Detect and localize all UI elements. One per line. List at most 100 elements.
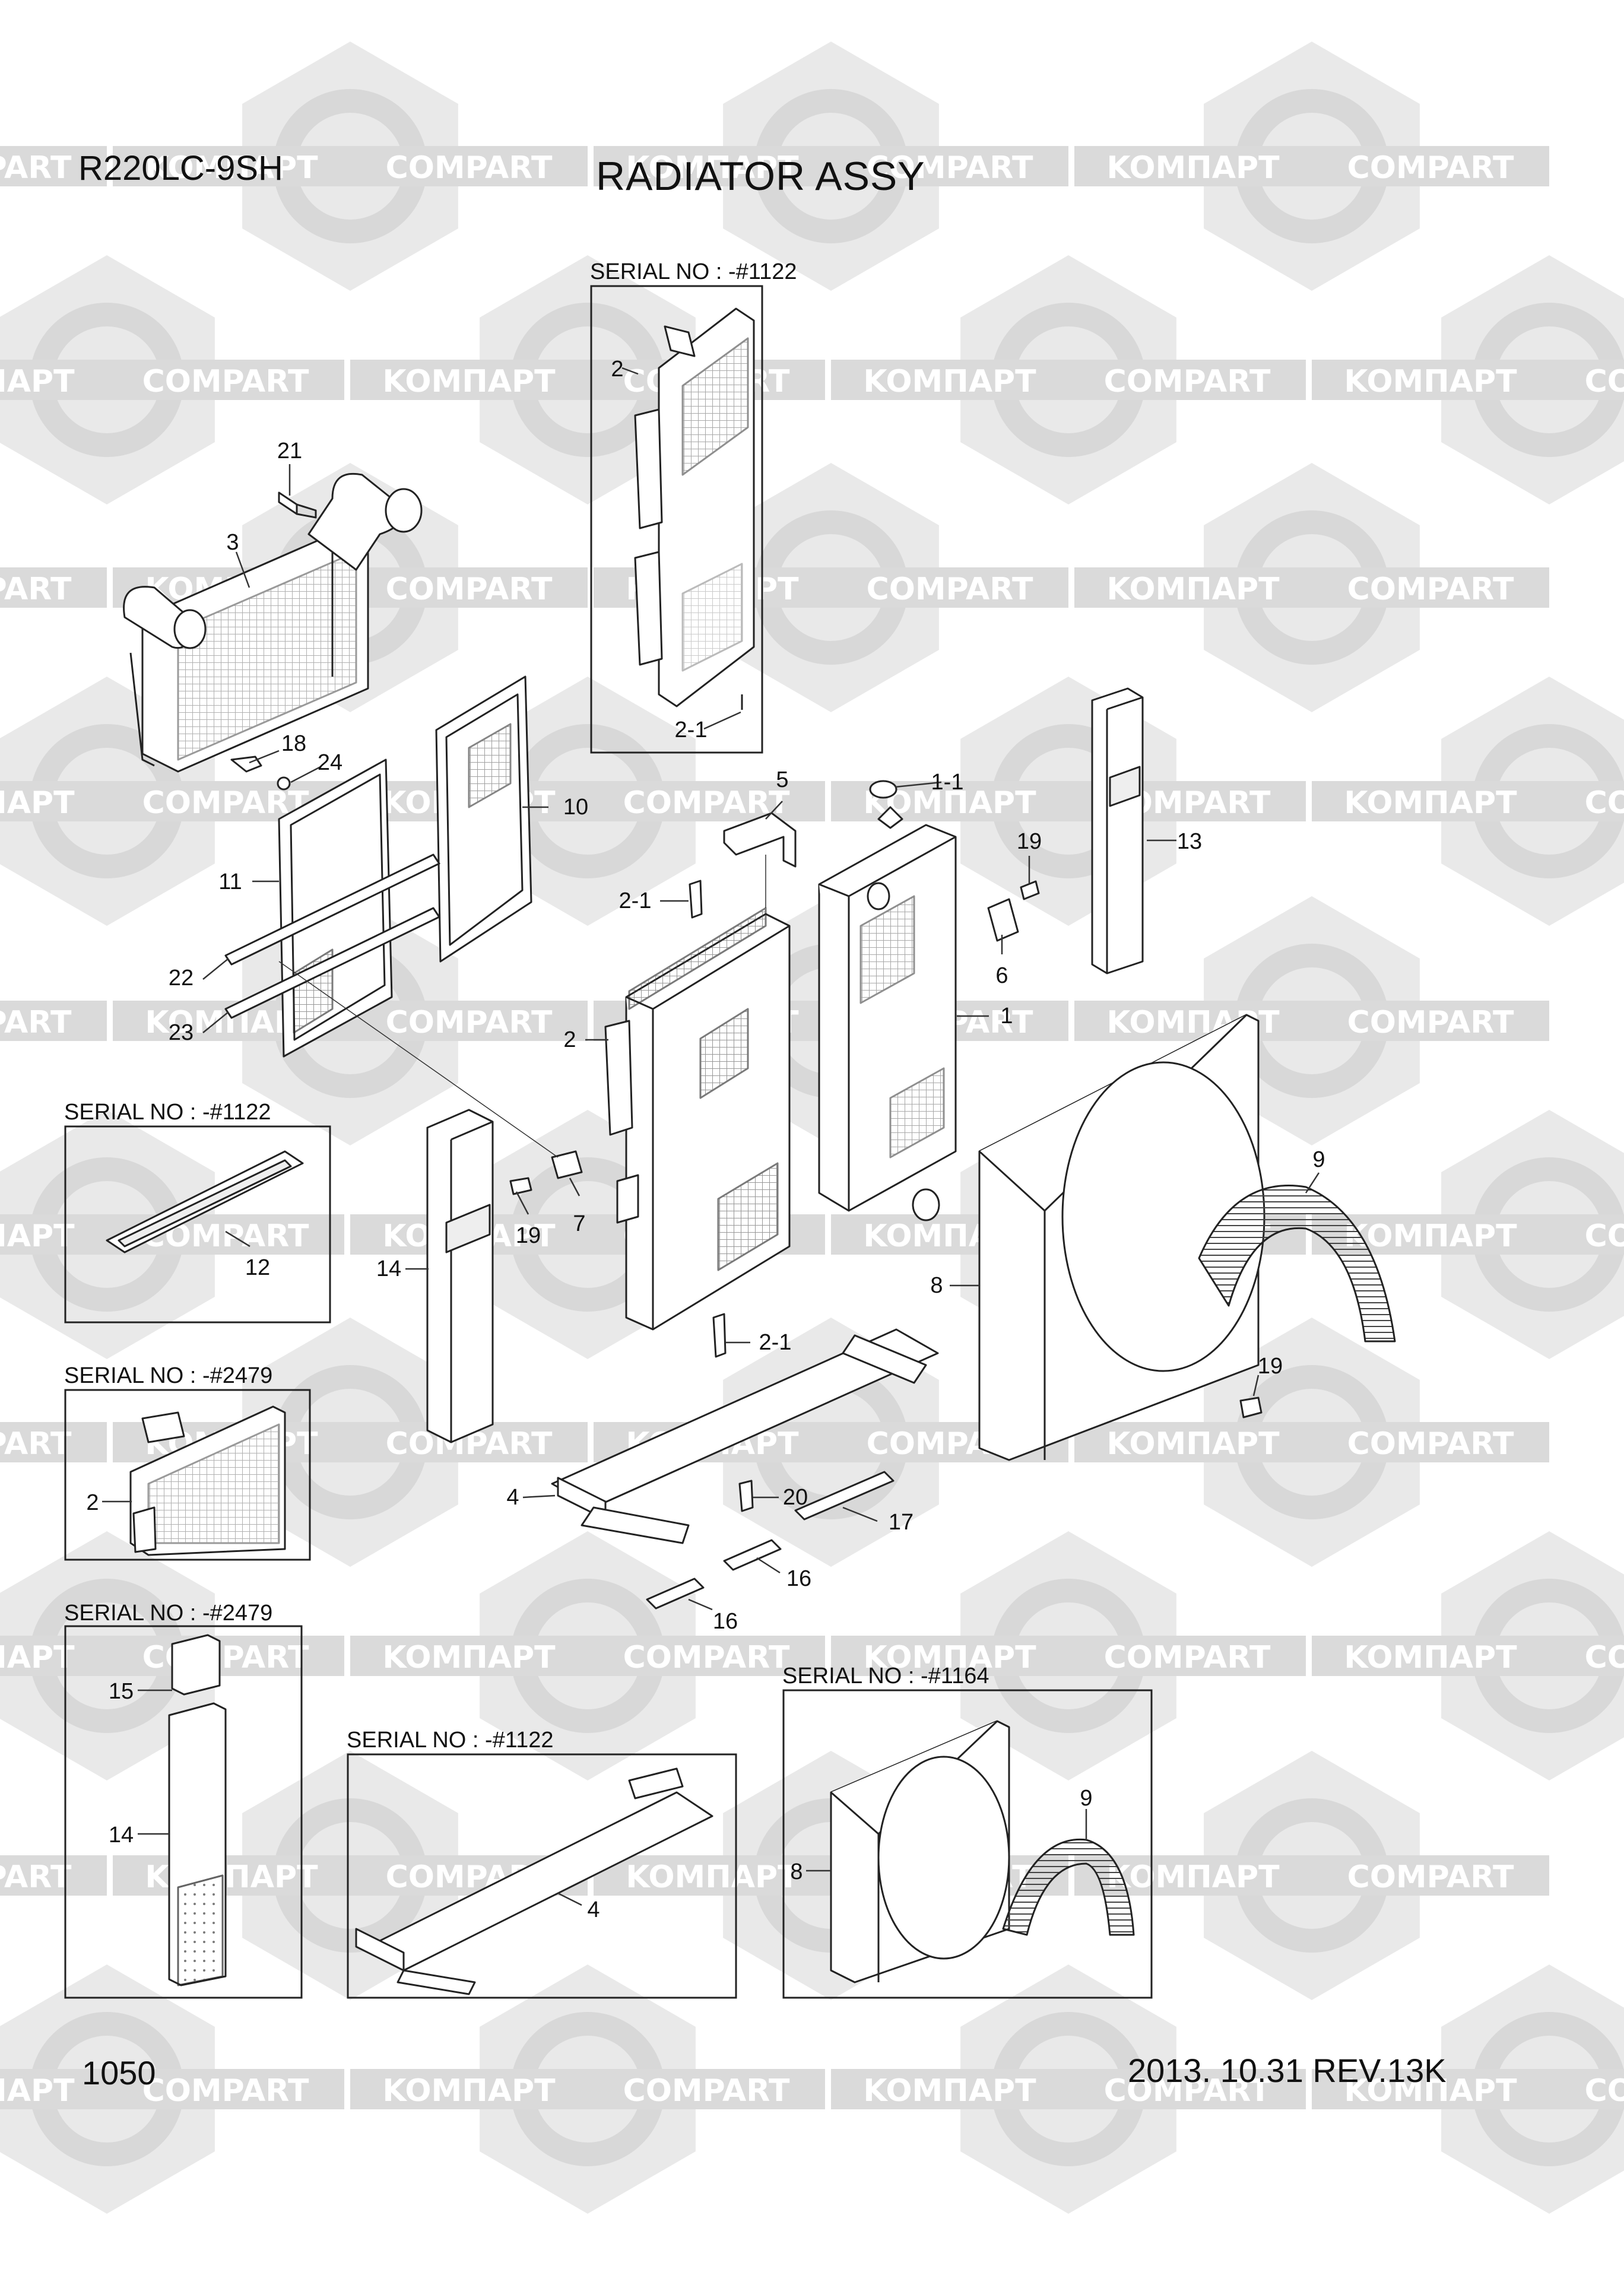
part-10-screen-frame: [435, 675, 532, 963]
watermark-text-latin: COMPART: [1347, 1005, 1514, 1040]
callout-17: 17: [889, 1510, 914, 1535]
part-14-duct-inset: [168, 1702, 227, 1986]
callout-10: 10: [563, 795, 588, 820]
part-1-1-cap: [869, 780, 897, 799]
callout-1: 1: [1000, 1004, 1013, 1029]
part-19-bolt-a: [1020, 880, 1040, 900]
watermark-band: [0, 2069, 344, 2109]
callout-14: 14: [376, 1256, 401, 1281]
watermark-text-cyrillic: KOMПАРТ: [382, 2073, 556, 2109]
watermark-text-cyrillic: KOMПАРТ: [382, 364, 556, 399]
callout-3: 3: [226, 530, 239, 555]
inset-frames: [64, 285, 1153, 1999]
watermark-band: [831, 360, 1306, 400]
watermark-text-latin: COMPART: [0, 1859, 72, 1895]
part-21-bolt: [278, 491, 317, 519]
watermark-text-cyrillic: KOMПАРТ: [0, 1218, 75, 1254]
watermark-band: [1312, 360, 1624, 400]
part-12-gasket: [106, 1150, 304, 1253]
watermark-text-latin: COMPART: [1104, 364, 1271, 399]
watermark-text-latin: COMPART: [1585, 364, 1624, 399]
part-4-base-inset: [355, 1767, 713, 1995]
callout-2-1-top: 2-1: [675, 718, 708, 742]
callout-22: 22: [169, 966, 194, 991]
part-3-intercooler: [123, 472, 423, 773]
watermark-text-cyrillic: KOMПАРТ: [0, 364, 75, 399]
watermark-band: [350, 781, 825, 821]
watermark-text-latin: COMPART: [1347, 572, 1514, 607]
callout-8-inset: 8: [790, 1859, 803, 1884]
part-9-fan-guard-inset: [1002, 1838, 1135, 1936]
watermark-text-cyrillic: KOMПАРТ: [1344, 2073, 1517, 2109]
part-2-radiator-main: [604, 907, 791, 1331]
part-14-duct: [426, 1109, 494, 1443]
watermark-band: [1074, 1855, 1549, 1896]
callout-2-mid: 2: [563, 1027, 576, 1052]
watermark-tile: KOMПАРТ COMPART: [1312, 677, 1624, 926]
watermark-text-cyrillic: KOMПАРТ: [145, 150, 318, 186]
watermark-band: [113, 146, 588, 186]
watermark-band: [0, 360, 344, 400]
watermark-band: [831, 2069, 1306, 2109]
callout-14-inset: 14: [109, 1823, 134, 1848]
watermark-band: [1312, 2069, 1624, 2109]
callout-23: 23: [169, 1020, 194, 1045]
watermark-band: [1312, 781, 1624, 821]
callout-18: 18: [281, 731, 306, 756]
watermark-text-cyrillic: KOMПАРТ: [0, 2073, 75, 2109]
callout-19-a: 19: [1017, 829, 1042, 854]
watermark-text-latin: COMPART: [623, 1640, 790, 1675]
serial-label-shroud-bottom: SERIAL NO : -#1164: [782, 1664, 989, 1689]
callout-19-c: 19: [1258, 1354, 1283, 1379]
watermark-band: [1074, 1422, 1549, 1462]
watermark-tile: KOMПАРТ COMPART: [1074, 42, 1549, 291]
watermark-text-cyrillic: KOMПАРТ: [1106, 150, 1280, 186]
part-19-bolt-c: [1239, 1397, 1263, 1418]
watermark-band: [1074, 567, 1549, 608]
parts-geometry: [106, 307, 1396, 1995]
part-7-plate: [551, 1150, 583, 1179]
part-17-pad: [794, 1471, 895, 1521]
watermark-band: [350, 2069, 825, 2109]
watermark-text-latin: COMPART: [1347, 1859, 1514, 1895]
watermark-band: [0, 1001, 107, 1041]
watermark-text-latin: COMPART: [1585, 1640, 1624, 1675]
callout-2-top: 2: [611, 357, 623, 382]
watermark-text-cyrillic: KOMПАРТ: [1344, 364, 1517, 399]
watermark-tile: KOMПАРТ COMPART: [1074, 463, 1549, 712]
callout-9: 9: [1312, 1147, 1325, 1172]
watermark-text-cyrillic: KOMПАРТ: [1106, 572, 1280, 607]
part-9-fan-guard: [1198, 1185, 1396, 1342]
part-5-bracket: [723, 812, 797, 868]
part-2-radiator-top-inset: [634, 307, 755, 710]
revision-date: 2013. 10.31 REV.13K: [1128, 2052, 1447, 2089]
callout-2-1-mid: 2-1: [619, 888, 652, 913]
watermark-text-latin: COMPART: [1104, 2073, 1271, 2109]
watermark-text-latin: COMPART: [1347, 150, 1514, 186]
watermark-text-latin: COMPART: [0, 572, 72, 607]
watermark-text-cyrillic: KOMПАРТ: [863, 364, 1036, 399]
page-title: RADIATOR ASSY: [596, 154, 925, 199]
inset-radiator-top-frame: [590, 285, 763, 754]
callout-4: 4: [506, 1485, 519, 1510]
watermark-text-latin: COMPART: [1585, 785, 1624, 821]
part-8-shroud: [978, 1014, 1265, 1461]
part-2-1-bolt-mid: [689, 880, 703, 919]
serial-label-radiator-top: SERIAL NO : -#1122: [590, 259, 797, 284]
watermark-band: [831, 781, 1306, 821]
part-1-radiator: [818, 806, 957, 1221]
watermark-text-latin: COMPART: [142, 785, 309, 821]
watermark-band: [0, 567, 107, 608]
watermark-text-cyrillic: KOMПАРТ: [1344, 785, 1517, 821]
watermark-band: [350, 1636, 825, 1676]
inset-base-bottom-frame: [347, 1753, 737, 1999]
watermark-text-cyrillic: KOMПАРТ: [626, 1859, 799, 1895]
